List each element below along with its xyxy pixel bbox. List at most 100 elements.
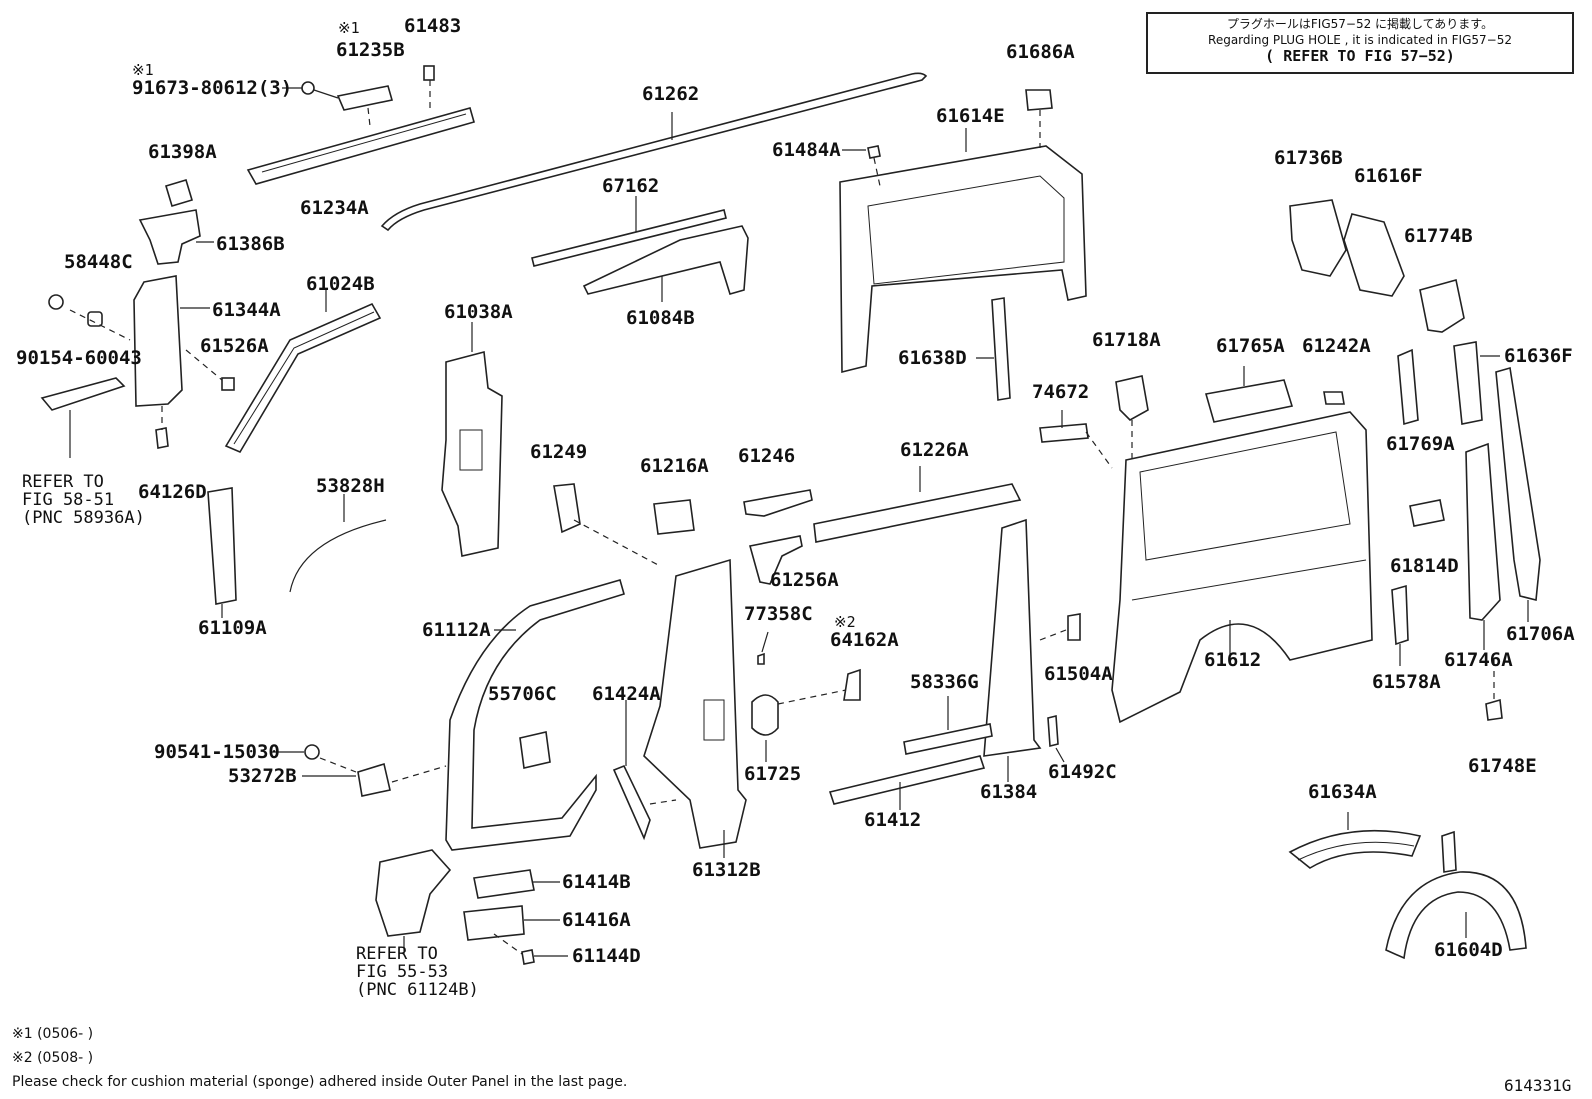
part-61084B-drawing <box>582 225 749 295</box>
part-61112A-drawing <box>445 579 625 851</box>
label-61814D[interactable]: 61814D <box>1390 555 1459 577</box>
label-61144D[interactable]: 61144D <box>572 945 641 967</box>
label-61235B[interactable]: 61235B <box>336 39 405 61</box>
label-67162[interactable]: 67162 <box>602 175 660 197</box>
label-61483[interactable]: 61483 <box>404 15 462 37</box>
label-55706C[interactable]: 55706C <box>488 683 557 705</box>
label-74672[interactable]: 74672 <box>1032 381 1090 403</box>
label-61504A[interactable]: 61504A <box>1044 663 1113 685</box>
ref-61124B-line1: REFER TO <box>356 944 438 964</box>
label-61216A[interactable]: 61216A <box>640 455 709 477</box>
part-61262-drawing <box>380 72 928 232</box>
label-61414B[interactable]: 61414B <box>562 871 631 893</box>
ref-58936A-line3: (PNC 58936A) <box>22 508 145 528</box>
note-refer-fig: ( REFER TO FIG 57−52) <box>1265 47 1455 65</box>
bracket-ref-58936A-drawing <box>40 377 126 411</box>
part-64126D-drawing <box>155 427 169 449</box>
footnote-2: ※2 (0508- ) <box>12 1050 94 1066</box>
part-64162A-drawing <box>843 668 861 701</box>
part-61736B-drawing <box>1289 199 1347 277</box>
part-61226A-drawing <box>813 483 1022 543</box>
part-61578A-drawing <box>1391 584 1409 646</box>
part-61774B-drawing <box>1419 279 1465 333</box>
marker-note-2: ※2 <box>834 613 856 631</box>
label-61312B[interactable]: 61312B <box>692 859 761 881</box>
label-61725[interactable]: 61725 <box>744 763 802 785</box>
part-61526A-drawing <box>221 377 235 391</box>
label-61636F[interactable]: 61636F <box>1504 345 1573 367</box>
label-61578A[interactable]: 61578A <box>1372 671 1441 693</box>
part-58448C-drawing <box>87 311 103 327</box>
label-61769A[interactable]: 61769A <box>1386 433 1455 455</box>
ref-58936A-line2[interactable]: FIG 58-51 <box>22 490 115 510</box>
label-61616F[interactable]: 61616F <box>1354 165 1423 187</box>
label-61492C[interactable]: 61492C <box>1048 761 1117 783</box>
label-61109A[interactable]: 61109A <box>198 617 267 639</box>
label-77358C[interactable]: 77358C <box>744 603 813 625</box>
part-61416A-drawing <box>463 905 525 941</box>
part-61216A-drawing <box>653 499 695 535</box>
label-61526A[interactable]: 61526A <box>200 335 269 357</box>
label-61774B[interactable]: 61774B <box>1404 225 1473 247</box>
marker-note-1: ※1 <box>132 61 154 79</box>
ref-61124B-line2[interactable]: FIG 55-53 <box>356 962 449 982</box>
part-61414B-drawing <box>473 869 535 899</box>
label-61718A[interactable]: 61718A <box>1092 329 1161 351</box>
label-61024B[interactable]: 61024B <box>306 273 375 295</box>
footnote-1: ※1 (0506- ) <box>12 1026 94 1042</box>
label-61038A[interactable]: 61038A <box>444 301 513 323</box>
part-61718A-drawing <box>1115 375 1149 421</box>
label-61424A[interactable]: 61424A <box>592 683 661 705</box>
label-61226A[interactable]: 61226A <box>900 439 969 461</box>
label-53828H[interactable]: 53828H <box>316 475 385 497</box>
label-58448C[interactable]: 58448C <box>64 251 133 273</box>
part-61424A-drawing <box>612 764 651 841</box>
label-61614E[interactable]: 61614E <box>936 105 1005 127</box>
part-61636F-drawing <box>1453 341 1483 425</box>
label-61748E[interactable]: 61748E <box>1468 755 1537 777</box>
label-61242A[interactable]: 61242A <box>1302 335 1371 357</box>
label-61638D[interactable]: 61638D <box>898 347 967 369</box>
part-61386B-drawing <box>138 209 201 265</box>
label-61112A[interactable]: 61112A <box>422 619 491 641</box>
label-61246[interactable]: 61246 <box>738 445 796 467</box>
label-58336G[interactable]: 58336G <box>910 671 979 693</box>
label-61234A[interactable]: 61234A <box>300 197 369 219</box>
label-61249[interactable]: 61249 <box>530 441 588 463</box>
label-64162A[interactable]: 64162A <box>830 629 899 651</box>
bracket-ref-61124B-drawing <box>375 849 452 937</box>
label-61386B[interactable]: 61386B <box>216 233 285 255</box>
label-61344A[interactable]: 61344A <box>212 299 281 321</box>
marker-note-1: ※1 <box>338 19 360 37</box>
label-61484A[interactable]: 61484A <box>772 139 841 161</box>
label-61604D[interactable]: 61604D <box>1434 939 1503 961</box>
label-61416A[interactable]: 61416A <box>562 909 631 931</box>
label-61736B[interactable]: 61736B <box>1274 147 1343 169</box>
part-61616F-drawing <box>1343 213 1405 297</box>
label-64126D[interactable]: 64126D <box>138 481 207 503</box>
label-61686A[interactable]: 61686A <box>1006 41 1075 63</box>
part-61504A-drawing <box>1067 613 1081 641</box>
label-61706A[interactable]: 61706A <box>1506 623 1575 645</box>
label-61398A[interactable]: 61398A <box>148 141 217 163</box>
label-90541-15030[interactable]: 90541-15030 <box>154 741 280 763</box>
label-61765A[interactable]: 61765A <box>1216 335 1285 357</box>
label-61262[interactable]: 61262 <box>642 83 700 105</box>
figure-id: 614331G <box>1504 1076 1572 1095</box>
part-61612-drawing <box>1111 411 1373 724</box>
label-61384[interactable]: 61384 <box>980 781 1038 803</box>
part-61492C-drawing <box>1047 714 1059 748</box>
label-61084B[interactable]: 61084B <box>626 307 695 329</box>
part-61706A-drawing <box>1495 366 1541 602</box>
part-61384-drawing <box>983 518 1042 757</box>
label-91673-80612[interactable]: 91673-80612(3) <box>132 77 293 99</box>
label-61746A[interactable]: 61746A <box>1444 649 1513 671</box>
label-53272B[interactable]: 53272B <box>228 765 297 787</box>
label-61634A[interactable]: 61634A <box>1308 781 1377 803</box>
part-61604D-drawing <box>1385 830 1527 960</box>
label-61412[interactable]: 61412 <box>864 809 922 831</box>
label-61612[interactable]: 61612 <box>1204 649 1262 671</box>
label-90154-60043[interactable]: 90154-60043 <box>16 347 142 369</box>
part-61249-drawing <box>553 483 581 534</box>
label-61256A[interactable]: 61256A <box>770 569 839 591</box>
